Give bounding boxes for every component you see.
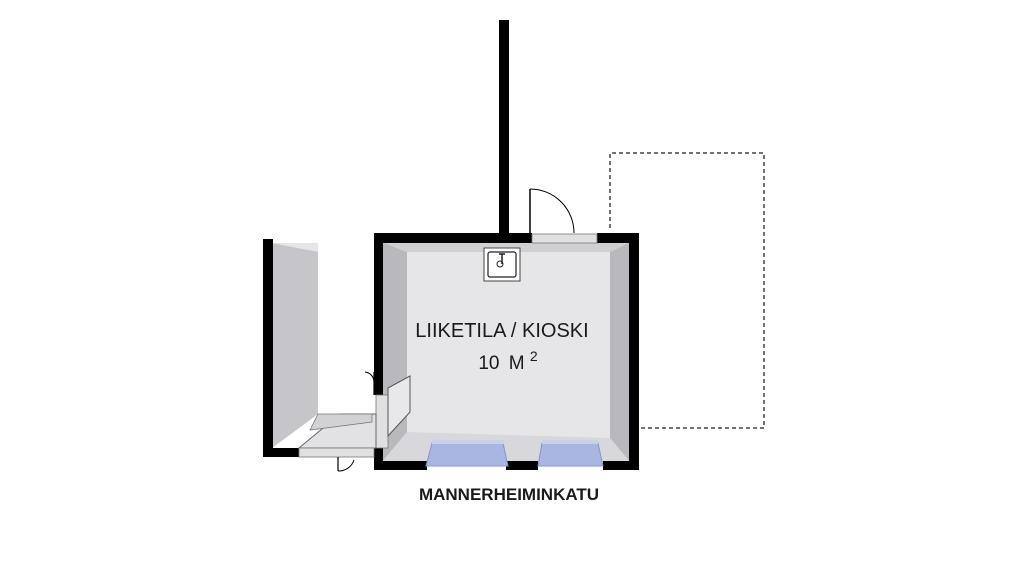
left-door-swing — [364, 371, 375, 383]
room-wall-right — [629, 233, 639, 470]
street-name-label: MANNERHEIMINKATU — [419, 485, 599, 504]
room-wall-left-lower — [374, 448, 383, 470]
room-area-number: 10 — [478, 353, 499, 374]
room-wall-top-left — [374, 233, 532, 243]
room-wall-bottom-a — [374, 461, 427, 470]
annex-opening-panel — [298, 447, 375, 458]
room-area-label: 10 M 2 — [478, 348, 538, 374]
window-left — [425, 440, 509, 467]
room-name-label: LIIKETILA / KIOSKI — [415, 320, 588, 342]
room-area-unit: M — [509, 353, 525, 374]
window-right — [537, 440, 604, 467]
room-wall-left-upper — [374, 233, 383, 395]
annex-wall-bottom — [263, 448, 299, 457]
right-wall-face — [610, 242, 630, 462]
annex-back-face — [272, 243, 318, 448]
sink-icon — [483, 247, 521, 282]
room-wall-bottom-b — [506, 461, 538, 470]
left-door-jamb — [375, 394, 389, 449]
annex-wall-left — [263, 239, 273, 457]
dashed-outline-area — [609, 152, 765, 429]
room-area-exponent: 2 — [530, 348, 538, 364]
vertical-wall — [499, 20, 509, 233]
annex-counter-top — [309, 413, 373, 431]
room-wall-bottom-c — [603, 461, 639, 470]
top-wall-face — [382, 242, 630, 252]
top-door-panel — [531, 233, 598, 244]
room-wall-top-right — [597, 233, 639, 243]
top-door-swing — [529, 188, 575, 234]
left-door-frame — [387, 375, 411, 438]
bottom-door-swing — [337, 459, 355, 472]
